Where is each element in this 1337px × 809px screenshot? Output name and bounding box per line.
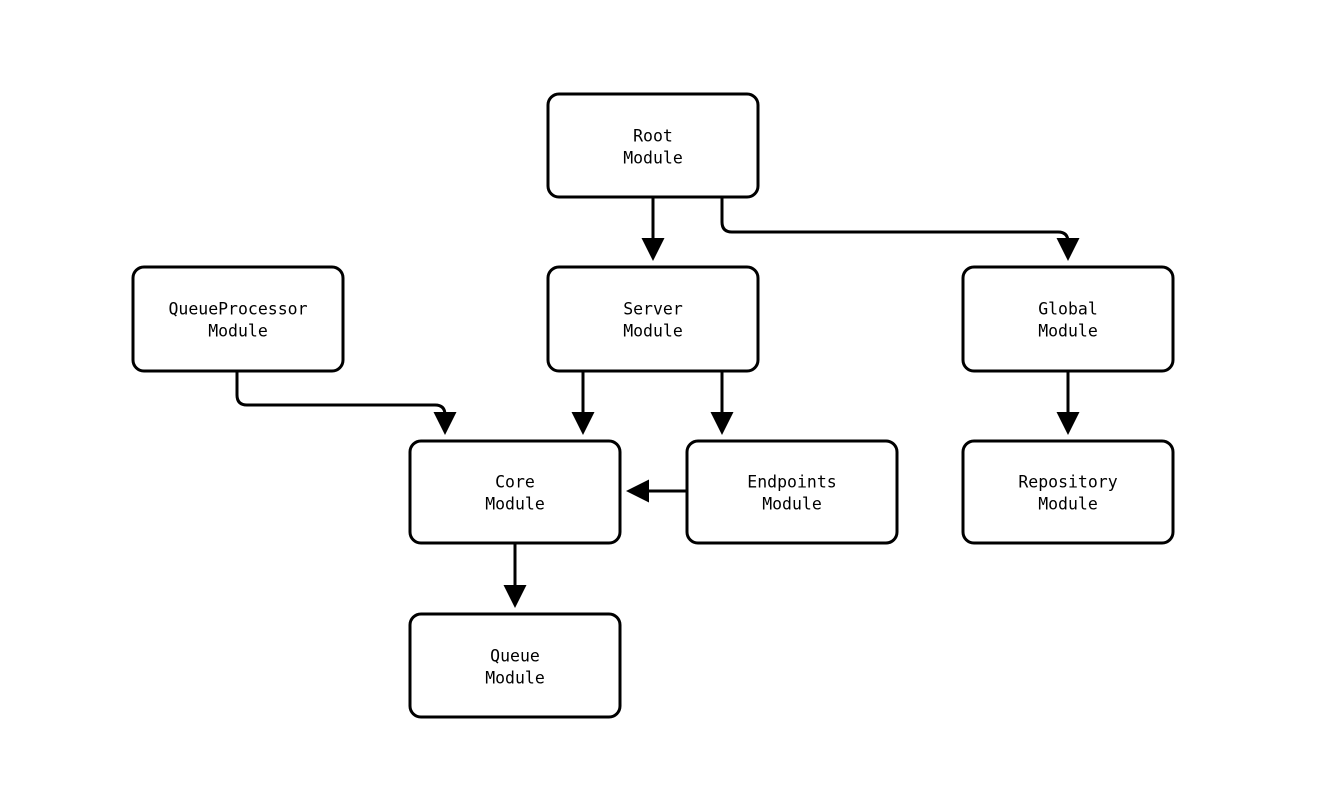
edge-root-to-global xyxy=(720,197,1080,261)
node-label-line1: Global xyxy=(1038,300,1098,319)
node-box[interactable] xyxy=(408,439,622,545)
node-label-line2: Module xyxy=(1038,495,1098,514)
node-endpoints[interactable]: Endpoints Module xyxy=(685,439,899,545)
node-root[interactable]: Root Module xyxy=(546,92,760,199)
node-label-line1: Core xyxy=(495,473,535,492)
node-label-line2: Module xyxy=(623,149,683,168)
node-box[interactable] xyxy=(408,612,622,719)
node-label-line2: Module xyxy=(1038,322,1098,341)
node-global[interactable]: Global Module xyxy=(961,265,1175,373)
edge-line xyxy=(720,197,1070,244)
node-box[interactable] xyxy=(685,439,899,545)
node-label-line1: QueueProcessor xyxy=(168,300,307,319)
arrowhead xyxy=(641,238,665,261)
node-repository[interactable]: Repository Module xyxy=(961,439,1175,545)
edge-line xyxy=(235,371,447,417)
node-label-line2: Module xyxy=(623,322,683,341)
node-box[interactable] xyxy=(961,265,1175,373)
node-label-line2: Module xyxy=(762,495,822,514)
arrowhead xyxy=(1056,412,1080,435)
node-label-line1: Repository xyxy=(1018,473,1117,492)
node-core[interactable]: Core Module xyxy=(408,439,622,545)
edge-core-to-queue xyxy=(503,543,527,608)
node-queueprocessor[interactable]: QueueProcessor Module xyxy=(131,265,345,373)
edge-endpoints-to-core xyxy=(626,479,687,503)
edge-global-to-repository xyxy=(1056,371,1080,435)
arrowhead xyxy=(571,412,595,435)
arrowhead xyxy=(626,479,649,503)
node-label-line2: Module xyxy=(485,669,545,688)
node-server[interactable]: Server Module xyxy=(546,265,760,373)
node-label-line1: Root xyxy=(633,127,673,146)
edge-server-to-core xyxy=(571,371,595,435)
node-box[interactable] xyxy=(546,92,760,199)
node-box[interactable] xyxy=(961,439,1175,545)
node-label-line1: Queue xyxy=(490,647,540,666)
node-label-line1: Server xyxy=(623,300,683,319)
node-label-line2: Module xyxy=(208,322,268,341)
arrowhead xyxy=(433,412,457,435)
node-label-line2: Module xyxy=(485,495,545,514)
edge-server-to-endpoints xyxy=(710,371,734,435)
node-layer: Root Module QueueProcessor Module Server… xyxy=(131,92,1175,719)
edge-root-to-server xyxy=(641,197,665,261)
node-queue[interactable]: Queue Module xyxy=(408,612,622,719)
arrowhead xyxy=(503,585,527,608)
arrowhead xyxy=(1056,238,1080,261)
arrowhead xyxy=(710,412,734,435)
edge-queueprocessor-to-core xyxy=(235,371,457,435)
node-label-line1: Endpoints xyxy=(747,473,836,492)
node-box[interactable] xyxy=(546,265,760,373)
node-box[interactable] xyxy=(131,265,345,373)
edge-layer xyxy=(235,197,1080,608)
